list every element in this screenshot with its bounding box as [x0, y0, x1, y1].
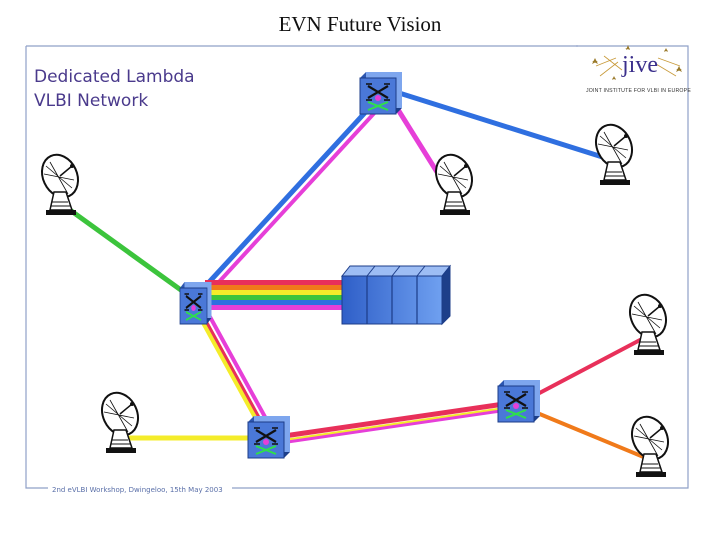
link-red-bottom-mid — [281, 401, 507, 439]
radio-telescope-icon-top-mid — [428, 147, 480, 216]
link-magenta-hub-top — [204, 94, 392, 298]
link-blue-top-right — [393, 89, 615, 163]
optical-switch-icon-bottom — [246, 414, 292, 460]
link-red-mid-right — [528, 338, 642, 400]
link-green-left-dish — [67, 207, 195, 301]
optical-switch-icon-mid — [496, 378, 542, 424]
diagram-heading-line2: VLBI Network — [34, 91, 148, 111]
link-orange-mid-right — [528, 408, 648, 460]
slide-title: EVN Future Vision — [278, 12, 442, 36]
radio-telescope-icon-top-right — [588, 117, 640, 186]
optical-switch-icon-top — [358, 70, 404, 116]
diagram-footer: 2nd eVLBI Workshop, Dwingeloo, 15th May … — [52, 486, 223, 494]
jive-logo-subtitle: JOINT INSTITUTE FOR VLBI IN EUROPE — [586, 88, 691, 94]
radio-telescope-icon-bottom-right — [624, 409, 676, 478]
link-blue-hub-top — [197, 89, 387, 295]
radio-telescope-icon-left — [34, 147, 86, 216]
network-links — [67, 89, 648, 460]
link-yellow-hub-bottom — [193, 305, 265, 431]
link-yellow-bottom-mid — [283, 407, 505, 441]
jive-logo: jive JOINT INSTITUTE FOR VLBI IN EUROPE — [586, 45, 691, 94]
diagram-heading-line1: Dedicated Lambda — [34, 67, 195, 87]
correlator-icon — [340, 264, 452, 326]
link-magenta-bottom-mid — [282, 408, 506, 444]
radio-telescope-icon-lower-left — [94, 385, 146, 454]
jive-logo-name: jive — [621, 52, 658, 78]
optical-switch-icon-hub — [178, 280, 213, 326]
link-magenta-hub-bottom — [202, 304, 272, 428]
link-red-hub-bottom — [198, 308, 268, 432]
rainbow-bundle — [205, 280, 345, 310]
diagram-frame — [25, 45, 689, 489]
